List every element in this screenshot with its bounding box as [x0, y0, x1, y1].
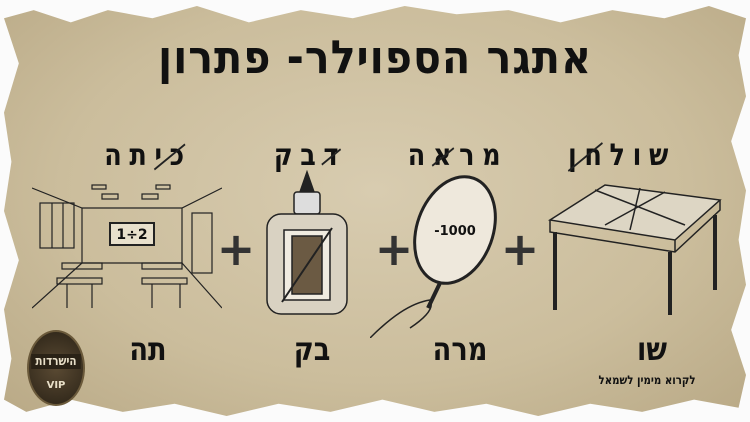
plus-sign: + [216, 222, 256, 276]
classroom-illustration: 1÷2 [32, 184, 222, 309]
table-illustration [547, 184, 722, 315]
word-classroom: כיתה [104, 138, 191, 173]
word-mirror: מראה [408, 138, 509, 173]
struck-letters: חן [567, 138, 610, 173]
word-glue: דבק [274, 138, 346, 173]
survivor-vip-logo: הישרדות VIP [27, 330, 85, 406]
struck-letters: ד [323, 138, 347, 173]
page-title: אתגר הספוילר- פתרון [158, 30, 592, 84]
struck-letters: כי [154, 138, 192, 173]
kept-letters: בק [273, 138, 324, 173]
kept-letters: תה [104, 138, 155, 173]
struck-letters: א [432, 138, 460, 173]
answer-glue: בק [293, 330, 331, 368]
kept-letters: שול [609, 138, 677, 173]
hand-mirror-illustration: -1000 [370, 175, 497, 338]
mirror-text: -1000 [434, 224, 476, 239]
answer-classroom: תה [129, 330, 167, 368]
logo-text: הישרדות [31, 354, 81, 369]
glue-bottle-illustration [266, 170, 348, 315]
kept-letters: מר [459, 138, 509, 173]
board-text: 1÷2 [116, 227, 147, 243]
kept-letters: ה [407, 138, 433, 173]
reading-direction-note: לקרוא מימין לשמאל [598, 373, 696, 387]
word-table: שולחן [568, 138, 676, 173]
answer-table: שו [637, 330, 667, 368]
answer-mirror: מרה [432, 330, 488, 368]
plus-sign: + [374, 222, 414, 276]
plus-sign: + [500, 222, 540, 276]
logo-badge: VIP [46, 380, 66, 391]
